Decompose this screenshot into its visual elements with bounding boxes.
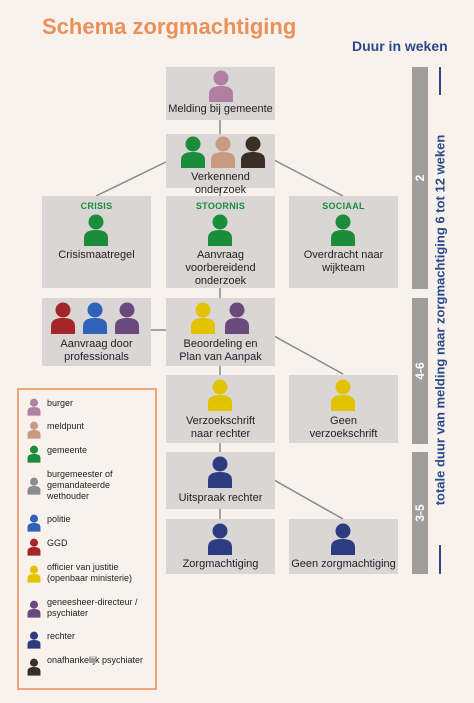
- node-label: Crisismaatregel: [58, 249, 135, 261]
- timeline-bar-1: 2: [412, 67, 428, 289]
- person-icon-officier: [331, 379, 355, 411]
- person-icon-ggd: [51, 302, 75, 334]
- person-icon-burger: [27, 398, 41, 416]
- node-label: Verzoekschrift naar rechter: [185, 415, 256, 440]
- timeline-label: 2: [413, 174, 427, 182]
- person-icon-geneesheer: [27, 600, 41, 618]
- node-beoordeling: Beoordeling en Plan van Aanpak: [166, 298, 275, 366]
- person-icon-gemeente: [181, 136, 205, 168]
- person-icon-officier: [27, 565, 41, 583]
- node-label: Geen verzoekschrift: [309, 415, 378, 440]
- duration-line-top: [439, 67, 441, 95]
- legend-label: burgemeester of gemandateerde wethouder: [47, 469, 113, 501]
- node-label: Overdracht naar wijkteam: [303, 249, 384, 274]
- legend-label: GGD: [47, 538, 68, 548]
- person-icon-officier: [191, 302, 215, 334]
- category-label-sociaal: SOCIAAL: [322, 201, 365, 211]
- person-icon-burger: [209, 70, 233, 102]
- person-icon-politie: [27, 514, 41, 532]
- legend: burger meldpunt gemeente burgemeester of…: [17, 388, 157, 690]
- node-label: Uitspraak rechter: [178, 492, 263, 504]
- legend-label: gemeente: [47, 445, 88, 455]
- legend-label: officier van justitie (openbaar minister…: [47, 562, 133, 583]
- node-geen-verzoekschrift: Geen verzoekschrift: [289, 375, 398, 443]
- person-icon-gemeente: [331, 214, 355, 246]
- node-label: Melding bij gemeente: [168, 103, 273, 115]
- node-label: Aanvraag voorbereidend onderzoek: [185, 249, 256, 287]
- person-icon-politie: [83, 302, 107, 334]
- node-verkennend: Verkennend onderzoek: [166, 134, 275, 196]
- node-label: Geen zorgmachtiging: [291, 558, 396, 570]
- node-geen-zorgmachtiging: Geen zorgmachtiging: [289, 519, 398, 574]
- person-icon-meldpunt: [211, 136, 235, 168]
- legend-label: onafhankelijk psychiater: [47, 655, 144, 665]
- legend-label: meldpunt: [47, 421, 85, 431]
- node-label: Verkennend onderzoek: [191, 171, 250, 196]
- person-icon-psychiater: [27, 658, 41, 676]
- node-label: Zorgmachtiging: [182, 558, 259, 570]
- connector: [95, 159, 171, 197]
- connector: [273, 335, 344, 375]
- person-icon-rechter: [331, 523, 355, 555]
- node-sociaal: SOCIAAL Overdracht naar wijkteam: [289, 196, 398, 288]
- node-melding: Melding bij gemeente: [166, 67, 275, 120]
- total-duration-label: totale duur van melding naar zorgmachtig…: [432, 134, 448, 506]
- page-title: Schema zorgmachtiging: [42, 14, 297, 39]
- timeline-label: 4-6: [413, 362, 427, 380]
- connector: [273, 159, 344, 197]
- person-icon-rechter: [27, 631, 41, 649]
- duration-line-bottom: [439, 545, 441, 574]
- node-stoornis: STOORNIS Aanvraag voorbereidend onderzoe…: [166, 196, 275, 288]
- node-verzoekschrift: Verzoekschrift naar rechter: [166, 375, 275, 443]
- legend-label: geneesheer-directeur / psychiater: [47, 597, 138, 618]
- node-uitspraak: Uitspraak rechter: [166, 452, 275, 509]
- category-label-stoornis: STOORNIS: [195, 201, 246, 211]
- person-icon-rechter: [208, 456, 232, 488]
- duration-header: Duur in weken: [352, 38, 448, 54]
- node-aanvraag-professionals: Aanvraag door professionals: [42, 298, 151, 366]
- person-icon-geneesheer: [115, 302, 139, 334]
- timeline-bar-2: 4-6: [412, 298, 428, 444]
- person-icon-gemeente: [27, 445, 41, 463]
- node-label: Beoordeling en Plan van Aanpak: [179, 338, 262, 363]
- person-icon-geneesheer: [225, 302, 249, 334]
- node-crisis: CRISIS Crisismaatregel: [42, 196, 151, 288]
- legend-label: rechter: [47, 631, 76, 641]
- person-icon-burgemeester: [27, 477, 41, 495]
- person-icon-psychiater: [241, 136, 265, 168]
- legend-label: burger: [47, 398, 74, 408]
- person-icon-gemeente: [208, 214, 232, 246]
- person-icon-rechter: [208, 523, 232, 555]
- person-icon-ggd: [27, 538, 41, 556]
- connector: [273, 479, 344, 520]
- timeline-label: 3-5: [413, 504, 427, 522]
- person-icon-meldpunt: [27, 421, 41, 439]
- node-zorgmachtiging: Zorgmachtiging: [166, 519, 275, 574]
- category-label-crisis: CRISIS: [80, 201, 113, 211]
- person-icon-gemeente: [84, 214, 108, 246]
- timeline-bar-3: 3-5: [412, 452, 428, 574]
- legend-label: politie: [47, 514, 71, 524]
- node-label: Aanvraag door professionals: [60, 338, 133, 363]
- person-icon-officier: [208, 379, 232, 411]
